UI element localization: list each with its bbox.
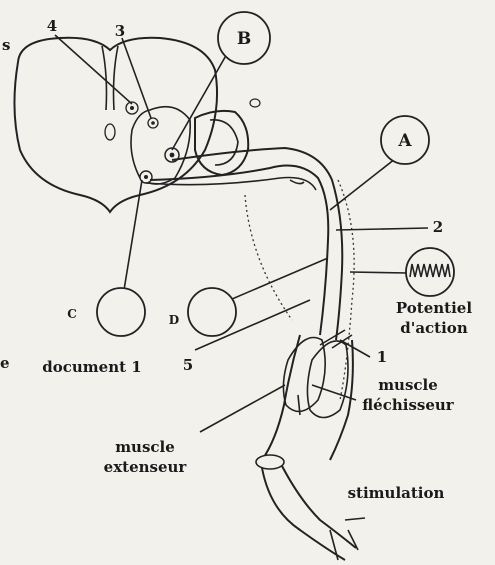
label-B: B (237, 29, 251, 49)
circle-C: C (67, 288, 145, 336)
edge-letter-e: e (0, 354, 10, 372)
action-potential-oscilloscope (406, 248, 454, 296)
muscles-and-limb (256, 330, 365, 560)
label-1: 1 (377, 348, 387, 366)
spinal-cord-section (14, 38, 260, 212)
label-A: A (397, 131, 412, 151)
circle-A: A (381, 116, 429, 164)
label-3: 3 (115, 22, 125, 40)
neuron-bodies (126, 102, 179, 183)
label-4: 4 (47, 17, 57, 35)
circle-B: B (218, 12, 270, 64)
edge-letter-s: s (2, 36, 10, 54)
extensor-label-line1: muscle (115, 438, 175, 456)
extensor-label-line2: extenseur (104, 458, 188, 476)
potentiel-label-line2: d'action (400, 319, 468, 337)
nerve-fibers (146, 148, 354, 400)
label-2: 2 (433, 218, 443, 236)
label-5: 5 (183, 356, 193, 374)
flexor-label-line2: fléchisseur (362, 396, 455, 414)
label-C: C (67, 307, 77, 321)
potentiel-label-line1: Potentiel (396, 299, 472, 317)
flexor-label-line1: muscle (378, 376, 438, 394)
label-D: D (169, 313, 179, 327)
document-title: document 1 (42, 358, 141, 376)
circle-D: D (169, 288, 236, 336)
stimulation-label: stimulation (348, 484, 445, 502)
